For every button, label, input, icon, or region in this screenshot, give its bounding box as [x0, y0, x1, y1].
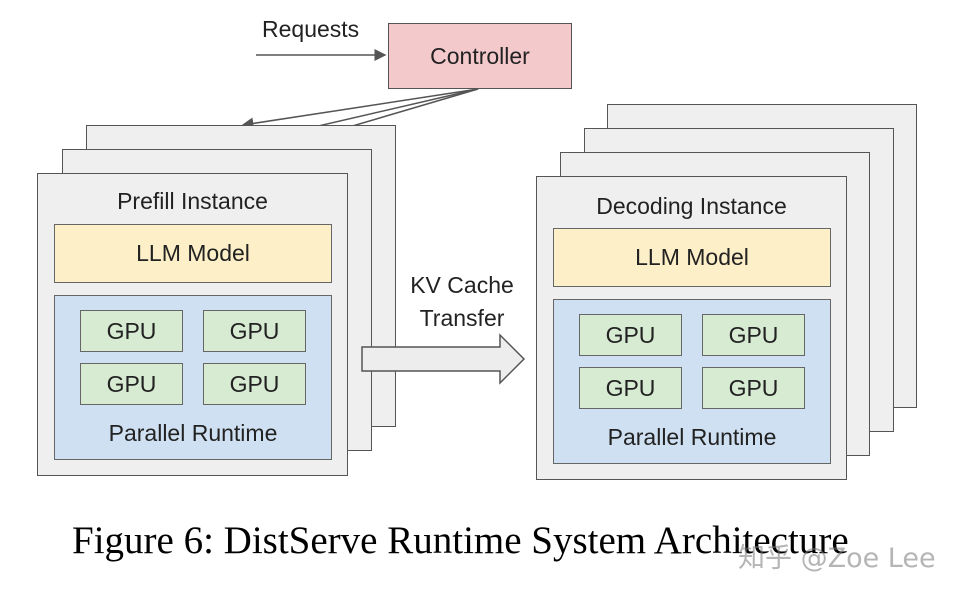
decoding-gpu: GPU — [702, 314, 805, 356]
prefill-instance-title: Prefill Instance — [117, 188, 268, 214]
requests-label: Requests — [262, 16, 360, 42]
prefill-instance: Prefill Instance LLM Model GPU GPU GPU G… — [37, 173, 348, 476]
controller-box: Controller — [388, 23, 572, 89]
decoding-instance: Decoding Instance LLM Model GPU GPU GPU … — [536, 176, 847, 480]
prefill-gpu: GPU — [80, 363, 183, 405]
decoding-gpu: GPU — [579, 314, 682, 356]
decoding-llm-model: LLM Model — [553, 228, 831, 287]
prefill-gpu: GPU — [80, 310, 183, 352]
decoding-gpu: GPU — [579, 367, 682, 409]
prefill-llm-model: LLM Model — [54, 224, 332, 283]
kv-cache-transfer-label-line2: Transfer — [419, 305, 505, 331]
decoding-runtime-label: Parallel Runtime — [607, 424, 777, 450]
kv-cache-transfer-label-line1: KV Cache — [410, 272, 514, 298]
controller-to-instance-arrow — [241, 88, 479, 130]
decoding-parallel-runtime: GPU GPU GPU GPU Parallel Runtime — [553, 299, 831, 464]
decoding-gpu: GPU — [702, 367, 805, 409]
kv-cache-transfer-arrow — [361, 333, 526, 385]
prefill-gpu: GPU — [203, 310, 306, 352]
watermark: 知乎 @Zoe Lee — [738, 543, 936, 574]
prefill-runtime-label: Parallel Runtime — [108, 420, 278, 446]
prefill-gpu: GPU — [203, 363, 306, 405]
decoding-instance-title: Decoding Instance — [596, 193, 787, 219]
prefill-parallel-runtime: GPU GPU GPU GPU Parallel Runtime — [54, 295, 332, 460]
figure-caption: Figure 6: DistServe Runtime System Archi… — [72, 519, 849, 562]
